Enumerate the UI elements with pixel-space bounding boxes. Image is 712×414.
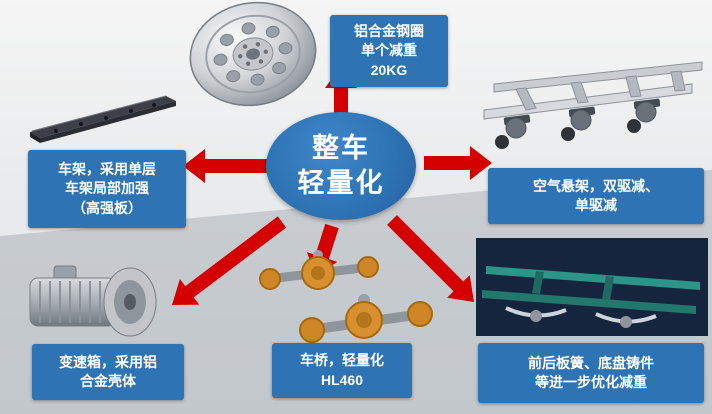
center-title-line1: 整车 [312, 132, 370, 163]
label-gearbox-line2: 合金壳体 [80, 373, 136, 389]
frame-rail-image [26, 90, 178, 148]
label-axle-line2: HL460 [320, 371, 364, 388]
air-suspension-image [476, 50, 710, 162]
wheel-image [183, 0, 323, 108]
label-axle: 车桥，轻量化 HL460 [272, 343, 412, 398]
wheel-image-svg [189, 1, 317, 107]
label-axle-line1: 车桥，轻量化 [300, 352, 384, 369]
label-wheel: 铝合金钢圈 单个减重 20KG [330, 15, 448, 87]
gearbox-image [24, 248, 164, 344]
label-gearbox: 变速箱，采用铝 合金壳体 [32, 344, 184, 400]
arrow-to-frame-icon [183, 149, 268, 183]
air-suspension-image-svg [483, 61, 703, 149]
leaf-springs-image-svg [476, 238, 708, 336]
label-springs-line1: 前后板簧、底盘铸件 [528, 354, 654, 371]
frame-rail-image-svg [30, 95, 176, 143]
label-frame-line3: （高强板） [72, 199, 142, 216]
label-suspension: 空气悬架，双驱减、 单驱减 [488, 168, 704, 224]
label-wheel-line2: 单个减重 [361, 42, 417, 59]
arrow-to-gearbox-icon [172, 216, 287, 305]
label-gearbox-line1: 变速箱，采用铝 [59, 353, 157, 370]
arrow-to-suspension-icon [424, 146, 492, 180]
label-wheel-line1: 铝合金钢圈 [354, 23, 424, 40]
label-suspension-line2: 单驱减 [575, 197, 617, 213]
label-springs-line2: 等进一步优化减重 [535, 374, 647, 390]
leaf-springs-image [476, 238, 708, 336]
axle-image-svg [259, 250, 433, 343]
center-node: 整车 轻量化 [266, 112, 416, 220]
arrow-to-springs-icon [387, 215, 474, 302]
center-title-line2: 轻量化 [297, 168, 385, 198]
label-frame-line1: 车架，采用单层 [58, 161, 156, 178]
axle-image [252, 242, 436, 348]
label-springs: 前后板簧、底盘铸件 等进一步优化减重 [478, 343, 704, 403]
label-frame: 车架，采用单层 车架局部加强 （高强板） [28, 150, 186, 228]
label-suspension-line1: 空气悬架，双驱减、 [533, 177, 659, 194]
label-wheel-line3: 20KG [370, 61, 408, 78]
gearbox-image-svg [29, 265, 157, 337]
label-frame-line2: 车架局部加强 [65, 180, 149, 197]
